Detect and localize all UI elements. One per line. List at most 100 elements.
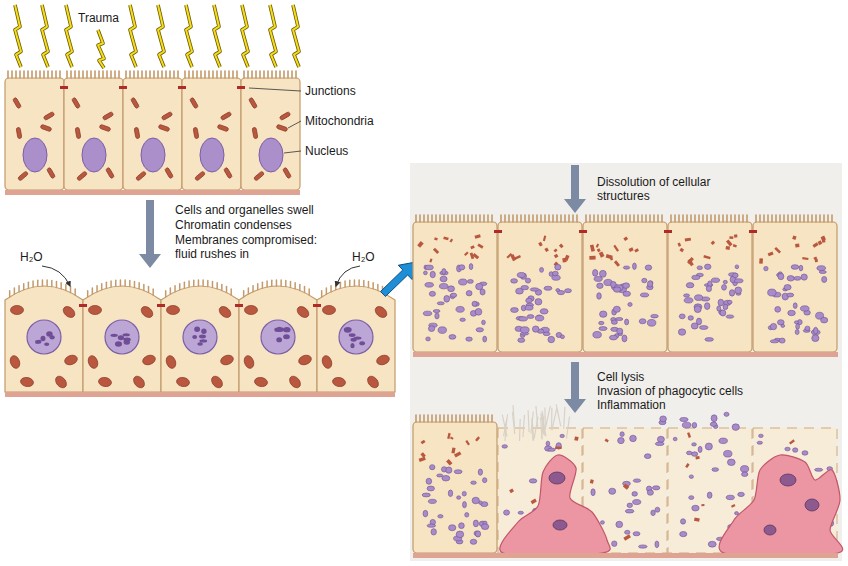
chromatin-fragment [620,432,624,437]
mitochondrion-fragment [613,245,619,252]
microvillus [491,215,493,222]
microvillus [102,71,104,78]
microvillus [682,215,684,222]
microvillus [455,415,457,422]
chromatin-fragment [560,335,564,339]
chromatin-fragment [482,320,486,325]
mitochondrion [193,127,199,139]
step-note: Cell lysis [597,370,644,384]
mitochondrion [16,127,22,139]
chromatin-fragment [768,289,776,296]
microvillus [520,215,522,222]
mitochondrion-fragment [590,244,595,251]
microvillus [276,280,278,286]
mitochondrion-fragment [726,239,733,246]
step-arrow [139,200,161,268]
microvillus [787,215,789,222]
nucleus [339,320,373,354]
chromatin [110,334,117,337]
microvillus [783,215,785,222]
mitochondrion-fragment [574,436,578,440]
microvillus [19,71,21,78]
chromatin-fragment [644,454,651,459]
leader-line [284,151,301,153]
microvillus [179,284,181,290]
mitochondrion-fragment [768,252,774,257]
step-note: Chromatin condenses [175,218,292,232]
mitochondrion [224,167,233,179]
junction [235,304,243,307]
chromatin-fragment [622,335,627,342]
trauma-bolts [15,5,299,68]
chromatin-fragment [686,283,694,288]
chromatin-fragment [660,416,667,422]
microvillus [216,71,218,78]
mitochondrion-fragment [734,234,738,237]
microvillus [271,71,273,78]
microvillus [471,415,473,422]
mitochondrion-fragment [510,254,516,261]
junction [157,304,165,307]
microvillus [637,215,639,222]
step-note: Inflammation [597,398,666,412]
microvillus [613,215,615,222]
microvillus [252,286,254,292]
microvillus [255,71,257,78]
swollen-mitochondrion [323,306,336,315]
lightning-bolt [15,5,21,67]
microvillus [177,71,179,78]
mitochondrion-fragment [509,488,514,493]
chromatin-fragment [787,276,794,281]
microvillus [556,215,558,222]
microvillus [447,415,449,422]
microvillus [32,281,34,287]
step-note: Cells and organelles swell [175,203,314,217]
microvillus [730,215,732,222]
mitochondrion [106,167,115,179]
chromatin [194,326,200,332]
chromatin-fragment [555,264,561,270]
microvillus [479,215,481,222]
mitochondrion-fragment [555,446,562,449]
microvillus [101,284,103,290]
chromatin-fragment [427,524,435,527]
mitochondrion [99,124,111,132]
swollen-mitochondrion [243,354,256,369]
chromatin-fragment [482,478,486,483]
lysis-streak [523,415,524,437]
mitochondrion-fragment [475,234,481,239]
microvillus [243,71,245,78]
bolt-outline [42,5,48,67]
chromatin-fragment [720,310,726,316]
chromatin-fragment [647,319,656,326]
chromatin-fragment [435,313,439,319]
microvillus [200,71,202,78]
cell [583,222,667,352]
chromatin-fragment [612,541,617,547]
junction [79,304,87,307]
chromatin [192,335,197,339]
swollen-mitochondrion [11,306,24,315]
chromatin-fragment [633,500,641,505]
microvillus [363,281,365,287]
microvillus [92,288,94,294]
basement-membrane [413,553,838,558]
mitochondrion-fragment [419,457,426,462]
microvillus [775,215,777,222]
chromatin-fragment [422,493,430,497]
mitochondrion-fragment [759,258,763,264]
swollen-mitochondrion [373,304,389,319]
mitochondrion-fragment [447,433,451,439]
microvillus [115,280,117,286]
swollen-mitochondrion [9,354,22,369]
microvillus [415,415,417,422]
mitochondrion-fragment [443,236,449,240]
chromatin [35,340,39,344]
lightning-bolt [242,5,248,67]
microvillus [718,215,720,222]
chromatin-fragment [821,317,828,323]
chromatin-fragment [599,327,607,331]
mitochondrion-fragment [795,244,799,248]
microvillus [66,71,68,78]
mitochondrion [161,112,173,121]
